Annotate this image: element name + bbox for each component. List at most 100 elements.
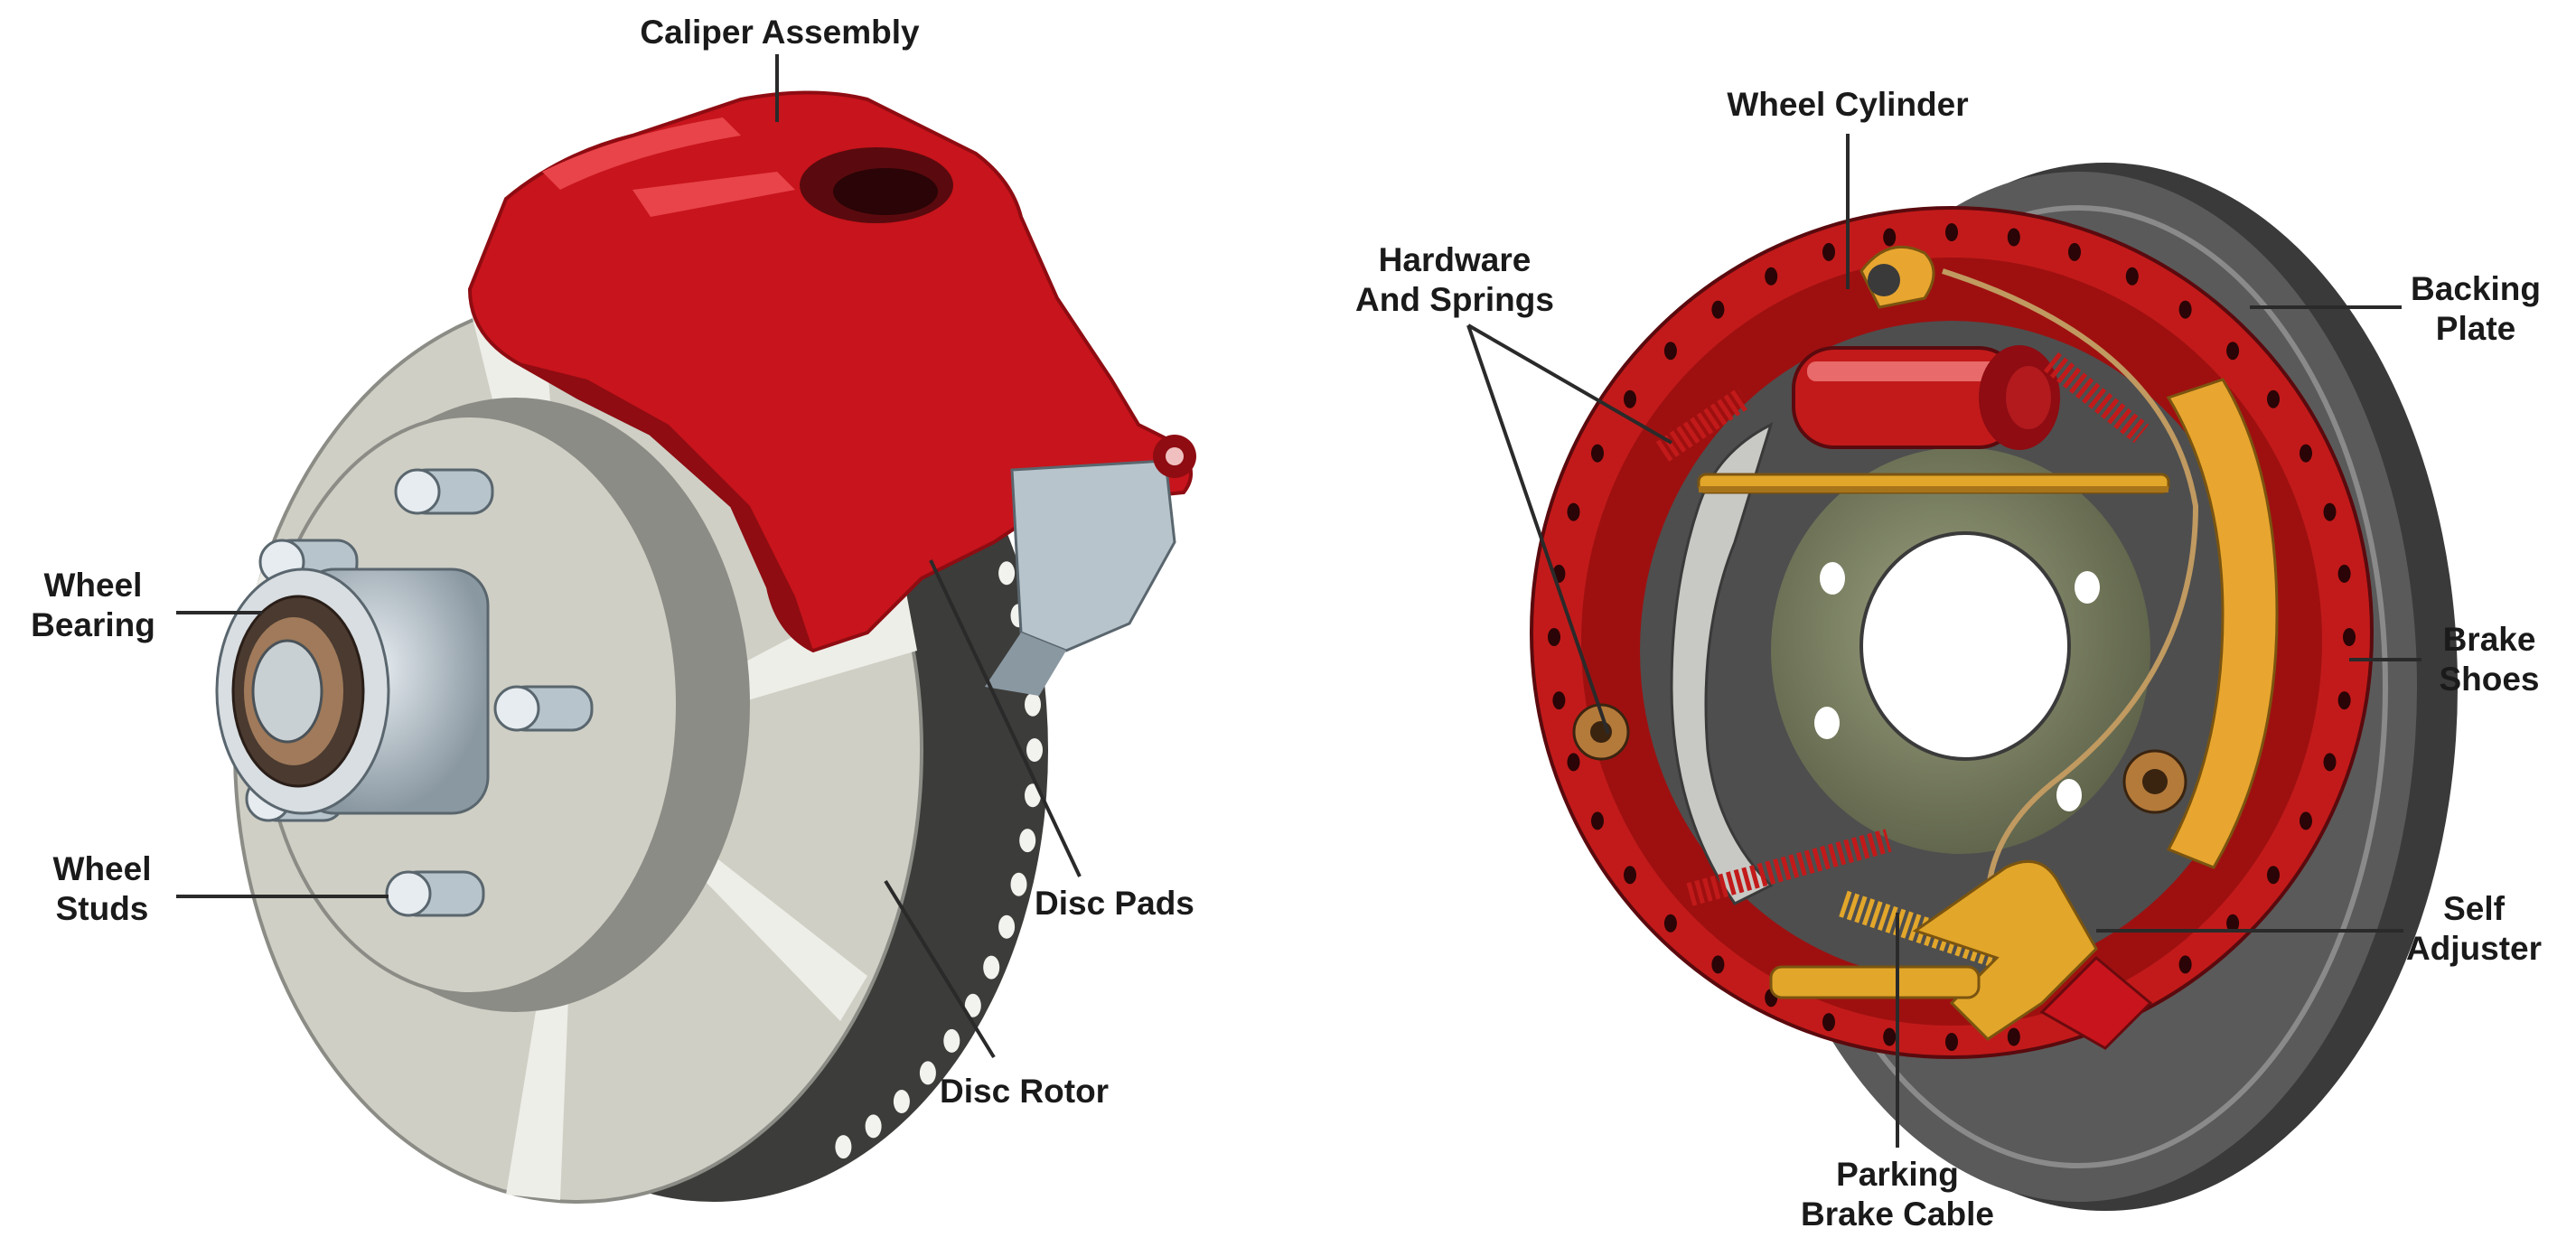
leader-hardware-springs-b: [1466, 323, 1673, 445]
rotor-vent: [943, 1028, 960, 1053]
lining-rivet: [2323, 502, 2337, 521]
disc-brake-assembly: [215, 90, 1196, 1204]
lining-rivet: [1624, 866, 1636, 885]
bleeder-screw-hole: [1166, 447, 1184, 465]
stud-tip: [385, 870, 432, 917]
cylinder-end-cap: [2006, 366, 2051, 429]
return-spring-lower: [1686, 829, 1892, 906]
label-backing-plate: Backing Plate: [2411, 269, 2541, 349]
label-disc-pads-text: Disc Pads: [1035, 885, 1194, 922]
label-parking-brake-cable: Parking Brake Cable: [1801, 1155, 1994, 1234]
rotor-vent: [998, 561, 1016, 586]
strut-shade: [1699, 486, 2169, 492]
lining-rivet: [2300, 444, 2312, 463]
leader-disc-rotor: [884, 879, 996, 1059]
return-spring-upper: [1655, 388, 1751, 462]
lining-rivet: [1567, 753, 1580, 772]
lining-rivet: [1765, 267, 1778, 286]
label-brake-shoes-line1: Brake: [2442, 621, 2536, 658]
lining-rivet: [1711, 300, 1725, 319]
wheel-cylinder-shine: [1807, 361, 2006, 381]
lining-rivet: [1624, 389, 1636, 408]
lining-rivet: [1711, 955, 1725, 974]
lining-rivet: [2178, 955, 2192, 974]
hold-down-pin-right-center: [2142, 769, 2168, 794]
label-wheel-cylinder-text: Wheel Cylinder: [1727, 86, 1969, 123]
rotor-vent: [1010, 872, 1027, 896]
left-shoe-web: [1670, 422, 1774, 905]
leader-hardware-springs-a: [1466, 324, 1610, 735]
lining-rivet: [2267, 866, 2280, 885]
rotor-vent: [964, 993, 981, 1017]
adjuster-screw: [1769, 965, 1981, 999]
label-disc-rotor: Disc Rotor: [940, 1072, 1109, 1111]
lining-rivet: [1591, 444, 1604, 463]
lining-rivet: [2267, 389, 2280, 408]
lining-rivet: [1883, 1027, 1897, 1046]
caliper-bore-inner: [833, 168, 938, 215]
spindle-nut: [251, 639, 323, 744]
rotor-vent: [919, 1061, 936, 1085]
label-wheel-bearing-line2: Bearing: [31, 606, 155, 643]
lining-rivet: [2178, 300, 2192, 319]
anchor-bolt: [1868, 264, 1900, 296]
right-shoe-web: [2166, 378, 2279, 869]
rotor-vent: [983, 955, 1000, 980]
lining-rivet: [2300, 811, 2312, 830]
lining-rivet: [1822, 1013, 1835, 1032]
label-backing-plate-line2: Plate: [2435, 310, 2516, 347]
rotor-vent: [1026, 738, 1043, 762]
label-disc-rotor-text: Disc Rotor: [940, 1073, 1110, 1110]
lining-rivet: [1945, 1033, 1958, 1051]
lining-rivet: [1552, 691, 1566, 710]
lining-rivet: [1591, 811, 1604, 830]
label-brake-shoes-line2: Shoes: [2439, 661, 2540, 698]
lining-rivet: [2323, 753, 2337, 772]
stud-tip: [394, 468, 441, 515]
lining-rivet: [1663, 342, 1677, 361]
rotor-vent: [865, 1114, 882, 1139]
label-hardware-and-springs: Hardware And Springs: [1355, 240, 1554, 320]
lining-rivet: [1663, 914, 1677, 933]
label-self-adjuster-line1: Self: [2443, 890, 2505, 927]
caliper-bracket-shade: [985, 633, 1066, 696]
lining-rivet: [2337, 691, 2351, 710]
lining-rivet: [2226, 342, 2240, 361]
drum-brake-assembly: [1530, 163, 2458, 1211]
label-self-adjuster: Self Adjuster: [2406, 889, 2542, 969]
label-wheel-bearing-line1: Wheel: [43, 567, 143, 604]
lining-rivet: [1883, 228, 1897, 247]
rotor-vent: [998, 914, 1016, 939]
caliper-art: [467, 90, 1196, 696]
label-parking-cable-line1: Parking: [1836, 1156, 1959, 1193]
label-wheel-cylinder: Wheel Cylinder: [1727, 85, 1968, 125]
label-hardware-line2: And Springs: [1355, 281, 1554, 318]
rotor-vent: [893, 1090, 910, 1113]
bolt-hole: [2075, 571, 2100, 604]
label-wheel-studs-line2: Studs: [55, 890, 149, 927]
lining-rivet: [2226, 914, 2240, 933]
rotor-vent: [1025, 692, 1041, 717]
label-hardware-line1: Hardware: [1378, 241, 1532, 278]
parking-cable-art: [1942, 268, 2199, 905]
lining-rivet: [2068, 242, 2081, 261]
label-caliper-assembly-text: Caliper Assembly: [640, 14, 920, 51]
lining-rivet: [2007, 228, 2020, 247]
bolt-hole: [1820, 562, 1845, 595]
label-disc-pads: Disc Pads: [1035, 884, 1194, 924]
lining-rivet: [1822, 242, 1835, 261]
label-wheel-studs-line1: Wheel: [52, 850, 152, 887]
rotor-vent: [1019, 829, 1036, 853]
label-backing-plate-line1: Backing: [2411, 270, 2541, 307]
lining-rivet: [2337, 564, 2351, 583]
caliper-bracket: [1010, 459, 1176, 652]
rotor-vent: [835, 1135, 852, 1159]
label-caliper-assembly: Caliper Assembly: [640, 13, 919, 52]
bolt-hole: [2056, 779, 2082, 811]
caliper-shadow: [515, 361, 813, 651]
lining-rivet: [2007, 1027, 2020, 1046]
return-spring-upper-right: [2043, 352, 2150, 444]
lining-rivet: [1945, 223, 1958, 241]
